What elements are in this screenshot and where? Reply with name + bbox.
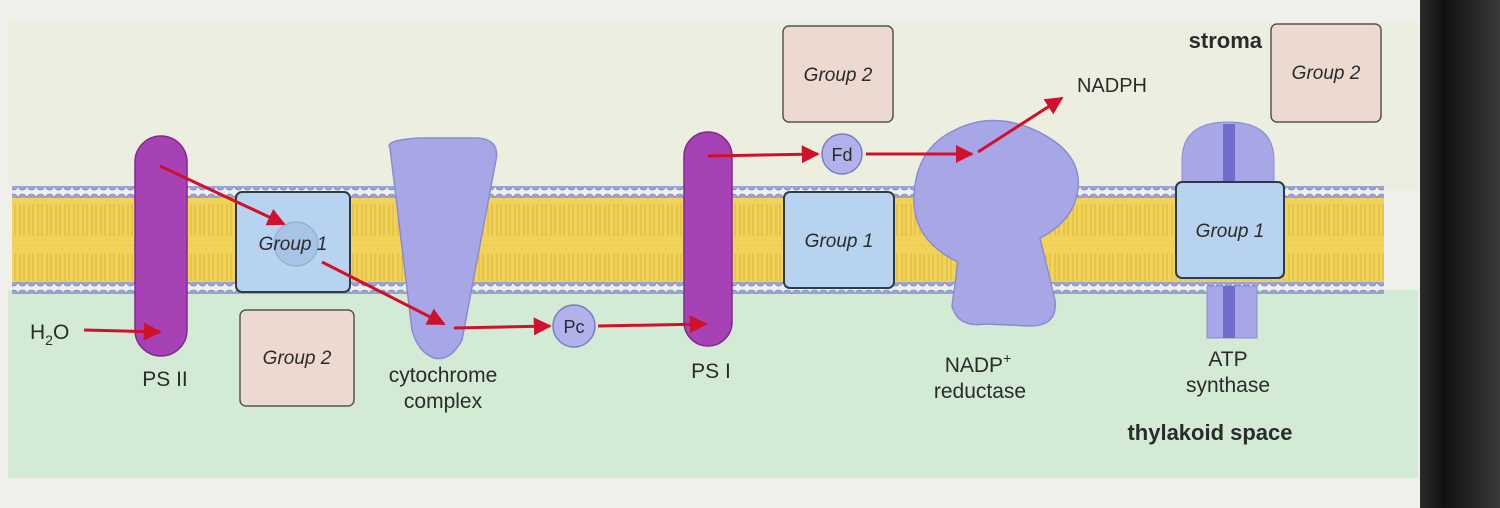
thylakoid-diagram: Group 1 Group 1 Group 1 Group 2 Group 2 …: [8, 22, 1418, 478]
cytochrome-complex: [388, 137, 498, 360]
cytochrome-label-line1: cytochrome: [389, 364, 498, 387]
nadp-reductase-label-line2: reductase: [934, 380, 1026, 403]
group1-label: Group 1: [259, 234, 328, 255]
pc-label: Pc: [563, 317, 584, 337]
group2-label: Group 2: [1292, 63, 1361, 84]
group1-box-plastoquinone[interactable]: Group 1: [235, 191, 351, 293]
atp-synthase: [1181, 121, 1275, 339]
plastocyanin: Pc: [552, 304, 596, 348]
photosystem-ii: [134, 135, 188, 357]
electron-flow-arrows: [83, 96, 1064, 341]
group2-label: Group 2: [263, 348, 332, 369]
group1-box-ferredoxin-side[interactable]: Group 1: [783, 191, 895, 289]
ps2-label: PS II: [142, 368, 188, 391]
photosystem-i: [683, 131, 733, 347]
atp-synthase-label-line1: ATP: [1208, 348, 1247, 371]
nadp-reductase-label-line1: NADP+: [945, 350, 1012, 377]
group2-label: Group 2: [804, 65, 873, 86]
thylakoid-space-label: thylakoid space: [1127, 420, 1292, 445]
stroma-label: stroma: [1189, 28, 1263, 53]
nadp-reductase: [913, 119, 1079, 327]
group1-label: Group 1: [1196, 221, 1265, 242]
group2-box-stroma-left[interactable]: Group 2: [782, 25, 894, 123]
ps1-label: PS I: [691, 360, 731, 383]
group1-box-atp-synthase[interactable]: Group 1: [1175, 181, 1285, 279]
monitor-bezel: [1420, 0, 1500, 508]
group2-box-stroma-right[interactable]: Group 2: [1270, 23, 1382, 123]
cytochrome-label-line2: complex: [404, 390, 483, 413]
atp-synthase-label-line2: synthase: [1186, 374, 1270, 397]
ferredoxin: Fd: [821, 133, 863, 175]
nadph-label: NADPH: [1077, 75, 1147, 97]
fd-label: Fd: [831, 145, 852, 165]
group2-box-lumen[interactable]: Group 2: [239, 309, 355, 407]
group1-label: Group 1: [805, 231, 874, 252]
water-label: H2O: [30, 321, 69, 348]
